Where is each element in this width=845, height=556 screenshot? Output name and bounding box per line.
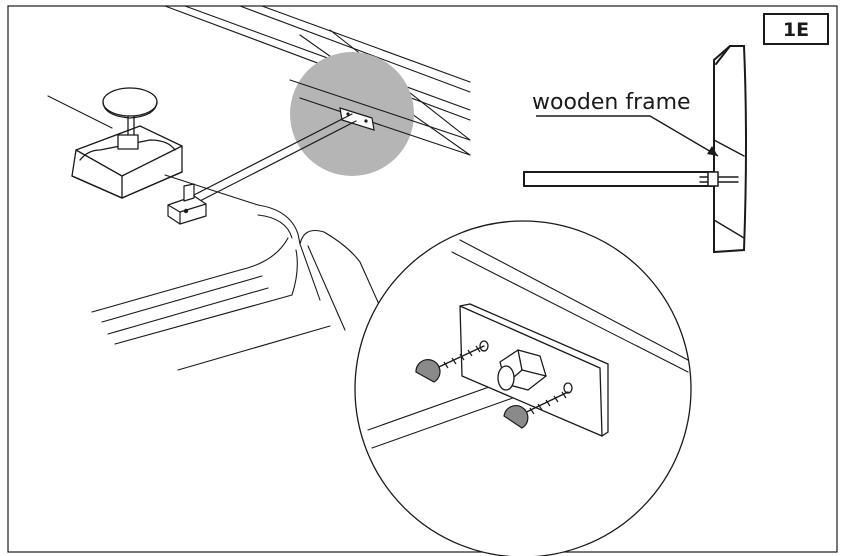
step-badge-label: 1E xyxy=(783,19,809,41)
mounting-bracket-icon xyxy=(167,183,207,225)
adjustable-foot-icon xyxy=(71,87,183,199)
magnified-detail xyxy=(354,220,692,556)
frame-rails-top xyxy=(164,5,471,156)
wooden-frame-label: wooden frame xyxy=(532,90,691,115)
screw-icon xyxy=(415,345,485,383)
diagram-border xyxy=(7,5,838,553)
table-corner-frame xyxy=(91,174,387,371)
threaded-rod-detail xyxy=(497,365,515,391)
screw-icon xyxy=(503,391,569,429)
threaded-rod-overview xyxy=(191,113,357,204)
frame-rails-over-highlight xyxy=(289,79,471,156)
mounting-plate-small xyxy=(339,107,375,131)
side-view-wooden-frame: wooden frame xyxy=(523,45,747,254)
cable-line xyxy=(47,95,113,129)
step-badge: 1E xyxy=(763,13,829,45)
